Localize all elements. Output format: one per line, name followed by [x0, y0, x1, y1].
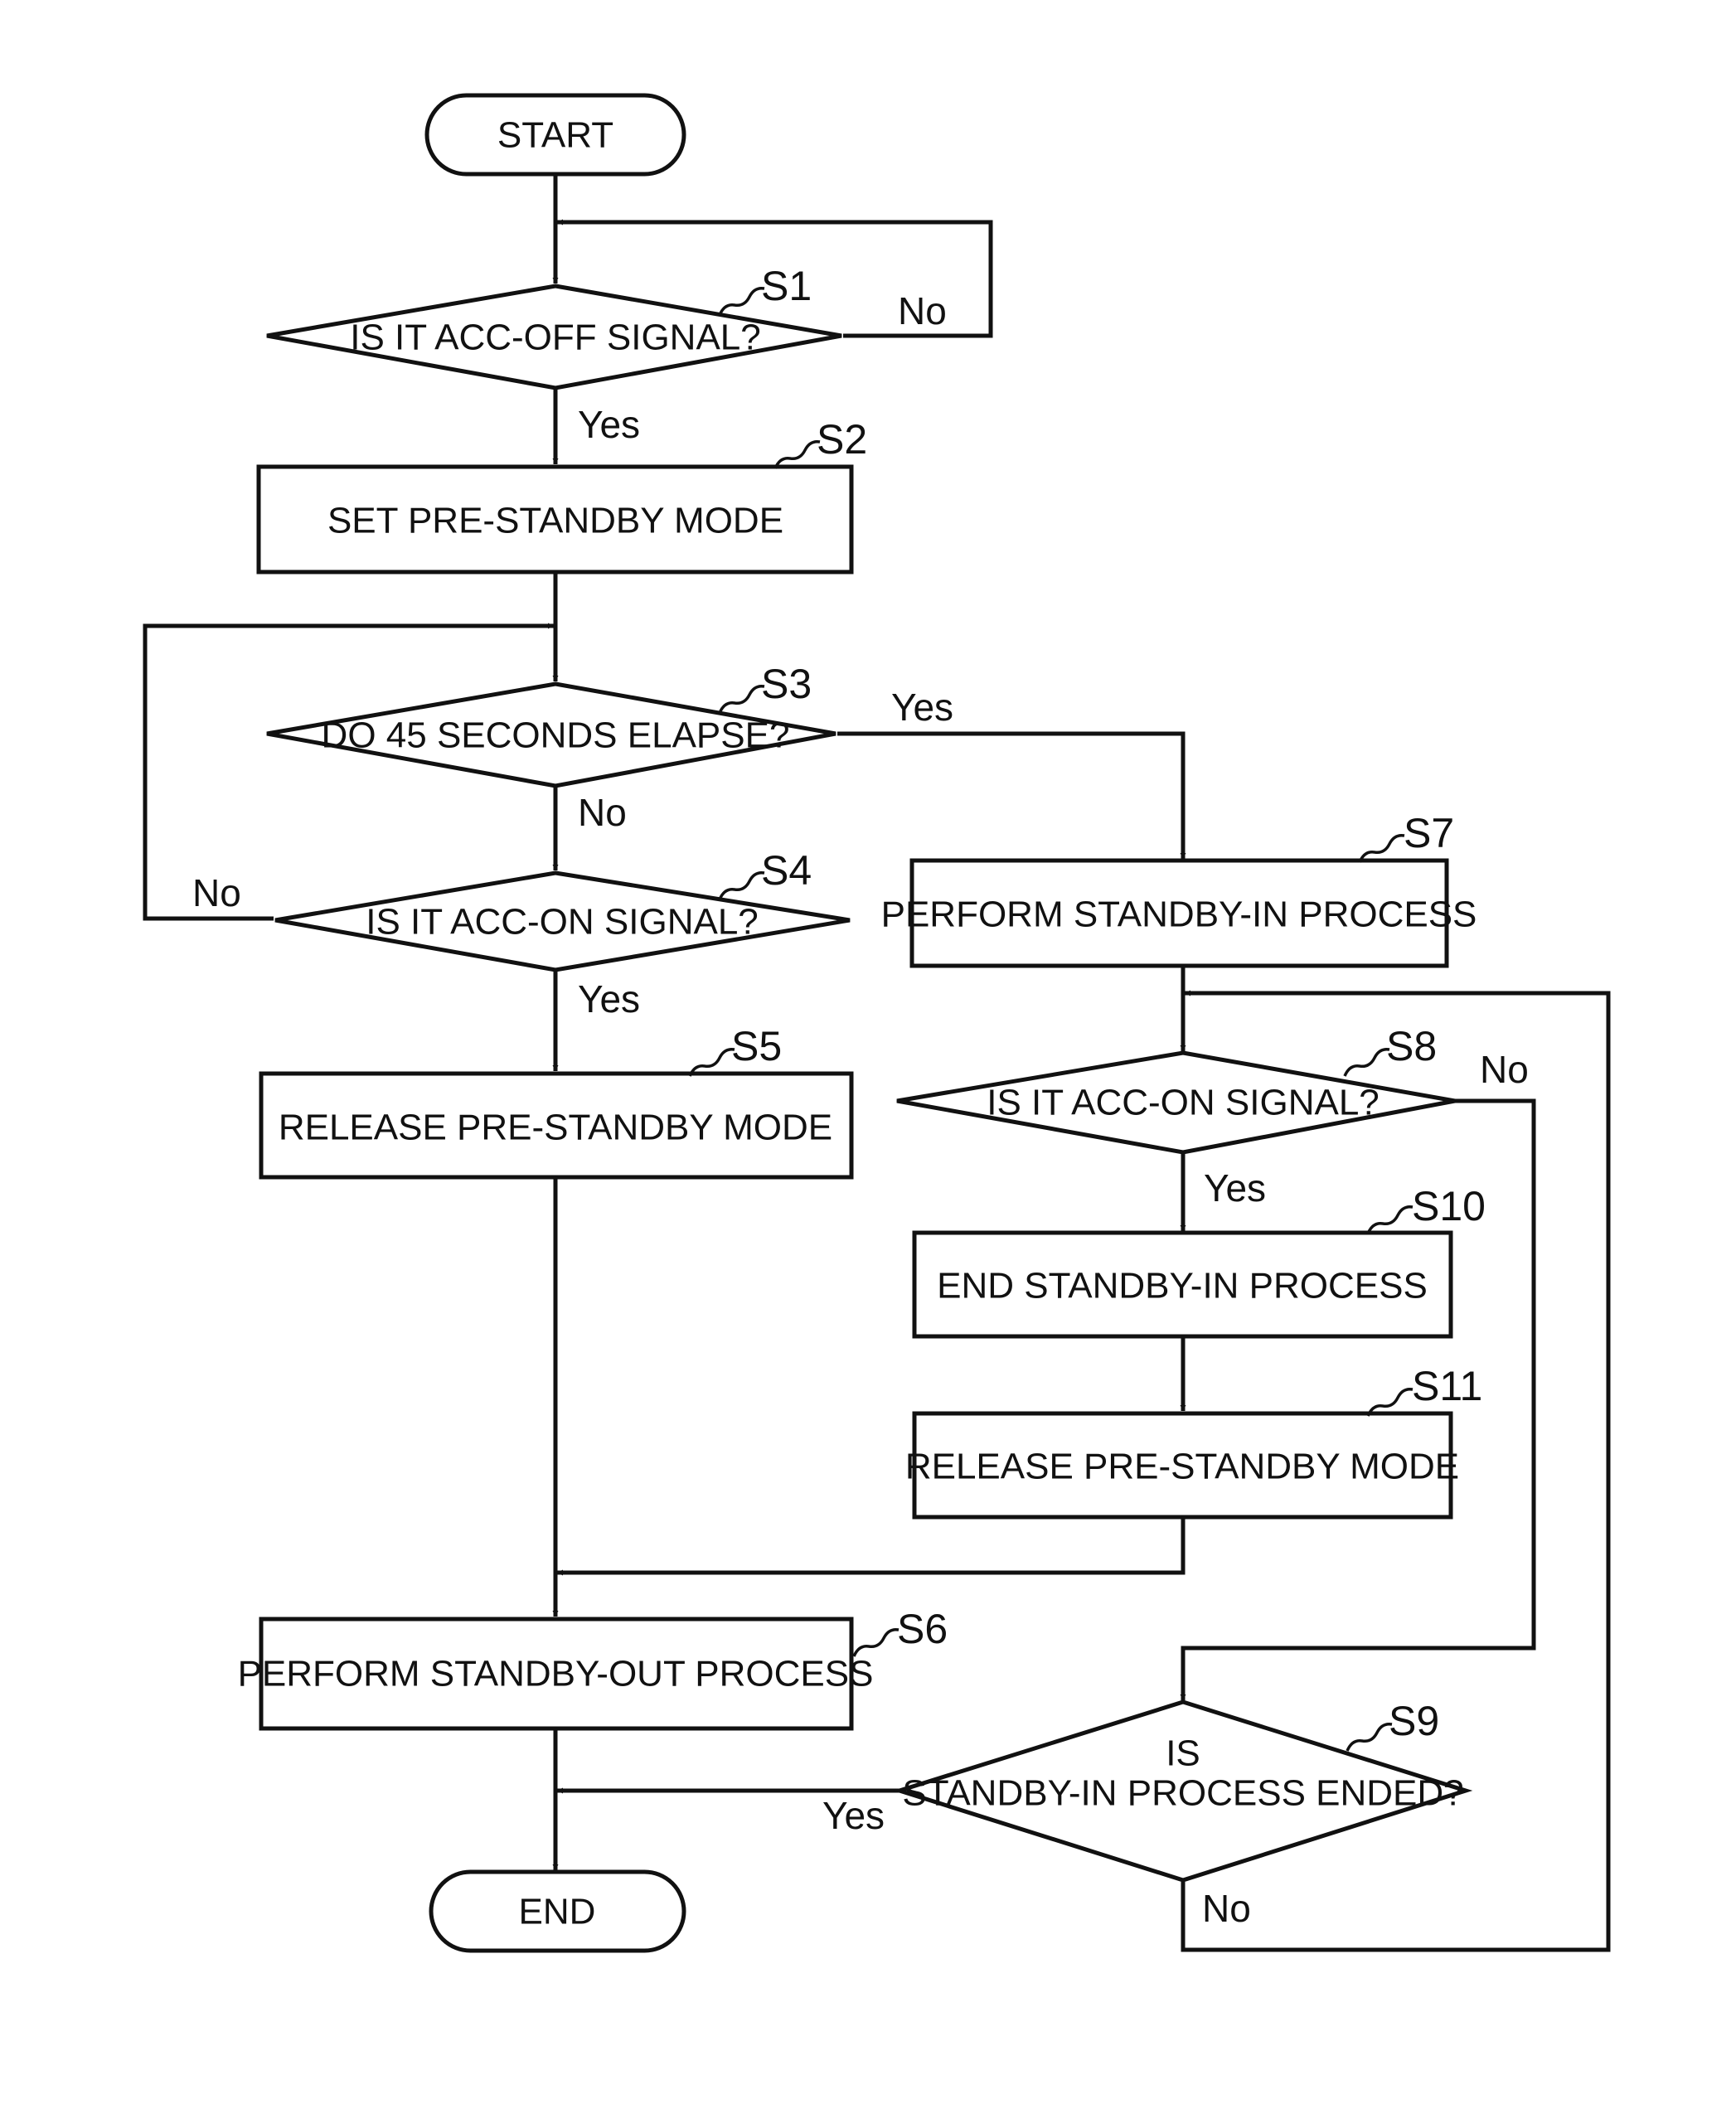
s5-process: RELEASE PRE-STANDBY MODE	[261, 1074, 851, 1177]
s4-step: S4	[761, 847, 812, 894]
start-text: START	[497, 115, 613, 156]
s1-text: IS IT ACC-OFF SIGNAL?	[350, 318, 761, 358]
s3-no-label: No	[578, 791, 627, 834]
s8-step: S8	[1386, 1023, 1437, 1069]
s3-yes-label: Yes	[891, 686, 953, 729]
s6-text: PERFORM STANDBY-OUT PROCESS	[238, 1654, 874, 1694]
edge-s11-to-s6	[557, 1517, 1183, 1573]
s4-no-label: No	[192, 871, 241, 914]
s1-decision: IS IT ACC-OFF SIGNAL?	[267, 286, 841, 388]
s2-step: S2	[817, 416, 867, 463]
edge-s3-yes-to-s7	[837, 734, 1183, 859]
s1-step: S1	[761, 263, 812, 309]
s9-step: S9	[1389, 1698, 1439, 1744]
s6-step-label: S6	[854, 1606, 948, 1656]
s9-text-line1: IS	[1166, 1733, 1200, 1774]
end-text: END	[519, 1892, 596, 1932]
s1-no-label: No	[898, 289, 947, 332]
s5-text: RELEASE PRE-STANDBY MODE	[279, 1108, 832, 1148]
s4-text: IS IT ACC-ON SIGNAL?	[366, 902, 759, 943]
s3-decision: DO 45 SECONDS ELAPSE?	[267, 684, 836, 786]
s5-step-label: S5	[690, 1023, 782, 1076]
s6-process: PERFORM STANDBY-OUT PROCESS	[238, 1619, 874, 1728]
s7-process: PERFORM STANDBY-IN PROCESS	[881, 861, 1477, 966]
s10-process: END STANDBY-IN PROCESS	[914, 1233, 1451, 1336]
s8-decision: IS IT ACC-ON SIGNAL?	[897, 1053, 1455, 1152]
s1-step-label: S1	[720, 263, 812, 315]
s7-text: PERFORM STANDBY-IN PROCESS	[881, 894, 1477, 935]
s3-step-label: S3	[720, 661, 812, 713]
s8-step-label: S8	[1345, 1023, 1437, 1076]
s11-step-label: S11	[1368, 1363, 1482, 1416]
s7-step-label: S7	[1360, 810, 1454, 862]
s9-no-label: No	[1202, 1887, 1251, 1930]
s3-text: DO 45 SECONDS ELAPSE?	[322, 715, 790, 756]
s8-text: IS IT ACC-ON SIGNAL?	[987, 1083, 1380, 1123]
s10-step-label: S10	[1368, 1183, 1486, 1234]
s11-process: RELEASE PRE-STANDBY MODE	[905, 1413, 1459, 1517]
s5-step: S5	[731, 1023, 782, 1069]
s1-yes-label: Yes	[578, 403, 640, 446]
s3-step: S3	[761, 661, 812, 707]
s9-text-line2: STANDBY-IN PROCESS ENDED?	[902, 1773, 1463, 1814]
start-terminal: START	[427, 95, 684, 174]
s11-text: RELEASE PRE-STANDBY MODE	[905, 1447, 1459, 1487]
s6-step: S6	[897, 1606, 948, 1652]
s10-text: END STANDBY-IN PROCESS	[937, 1266, 1428, 1307]
s4-step-label: S4	[720, 847, 812, 899]
end-terminal: END	[431, 1872, 684, 1951]
s8-no-label: No	[1480, 1048, 1529, 1091]
s10-step: S10	[1412, 1183, 1486, 1229]
s11-step: S11	[1412, 1363, 1482, 1409]
s2-process: SET PRE-STANDBY MODE	[259, 467, 851, 572]
s7-step: S7	[1404, 810, 1454, 856]
s8-yes-label: Yes	[1204, 1166, 1266, 1210]
s4-yes-label: Yes	[578, 977, 640, 1020]
s2-step-label: S2	[775, 416, 867, 468]
s2-text: SET PRE-STANDBY MODE	[327, 501, 783, 541]
s9-step-label: S9	[1347, 1698, 1439, 1751]
s9-yes-label: Yes	[822, 1794, 885, 1837]
